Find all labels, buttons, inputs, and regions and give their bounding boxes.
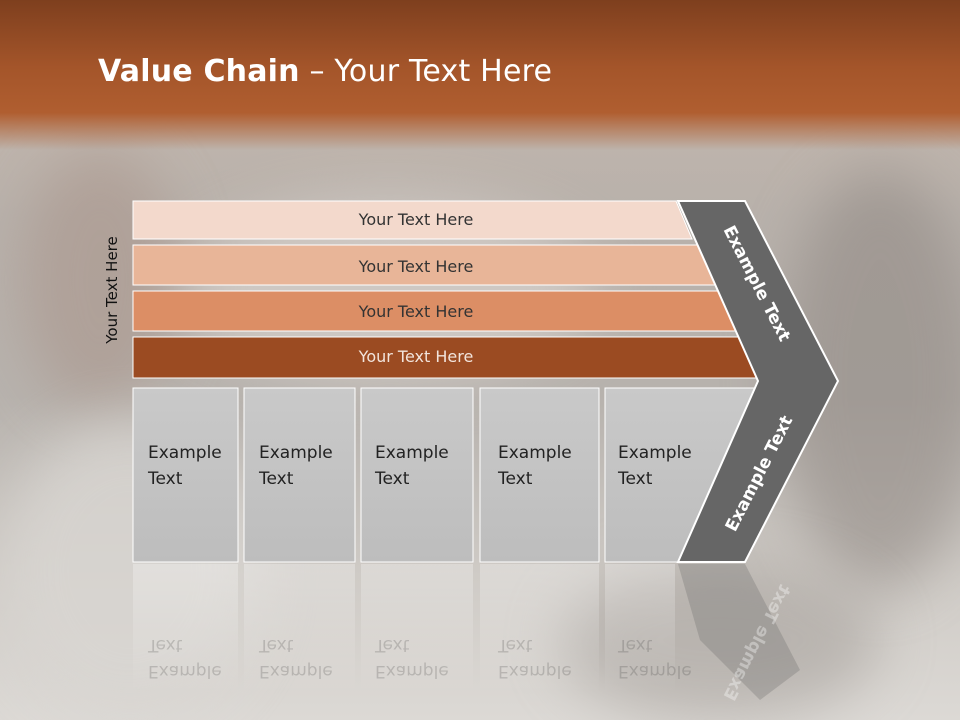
cell-box-1[interactable] [132, 387, 239, 563]
cell-line1: Example [498, 443, 572, 463]
cell-line2: Text [498, 635, 533, 655]
cell-line2: Text [259, 469, 294, 489]
cell-reflection [133, 564, 238, 694]
cell-text-reflection: Example Text [148, 632, 222, 684]
cell-line1: Example [498, 661, 572, 681]
cell-text-reflection: Example Text [498, 632, 572, 684]
row-band-1[interactable] [132, 200, 693, 240]
cell-reflection [361, 564, 473, 694]
cell-line2: Text [259, 635, 294, 655]
row-label-2: Your Text Here [358, 257, 474, 276]
cell-line2: Text [148, 635, 183, 655]
title-bold: Value Chain [98, 54, 300, 89]
row-label-1: Your Text Here [358, 210, 474, 229]
cell-box-4[interactable] [479, 387, 600, 563]
cell-line1: Example [618, 443, 692, 463]
cell-text-reflection: Example Text [618, 632, 692, 684]
chevron-reflection [678, 564, 800, 700]
cell-reflection [605, 564, 675, 694]
cell-text-reflection: Example Text [375, 632, 449, 684]
title-rest: – Your Text Here [299, 54, 553, 89]
slide-title: Value Chain – Your Text Here [98, 54, 552, 89]
cell-line1: Example [148, 443, 222, 463]
cell-line1: Example [259, 443, 333, 463]
cell-line2: Text [618, 635, 653, 655]
cell-line2: Text [618, 469, 653, 489]
cell-line1: Example [618, 661, 692, 681]
chevron-arrow[interactable] [676, 200, 840, 563]
cell-line2: Text [148, 469, 183, 489]
cell-line2: Text [375, 635, 410, 655]
cell-line2: Text [498, 469, 533, 489]
cell-line1: Example [148, 661, 222, 681]
cell-reflection [244, 564, 355, 694]
cell-reflection [480, 564, 599, 694]
cell-line2: Text [375, 469, 410, 489]
row-label-4: Your Text Here [358, 347, 474, 366]
cell-box-3[interactable] [360, 387, 474, 563]
cell-line1: Example [375, 443, 449, 463]
cell-line1: Example [375, 661, 449, 681]
cell-box-2[interactable] [243, 387, 356, 563]
row-label-3: Your Text Here [358, 302, 474, 321]
cell-text-reflection: Example Text [259, 632, 333, 684]
cell-line1: Example [259, 661, 333, 681]
header-band [0, 0, 960, 150]
